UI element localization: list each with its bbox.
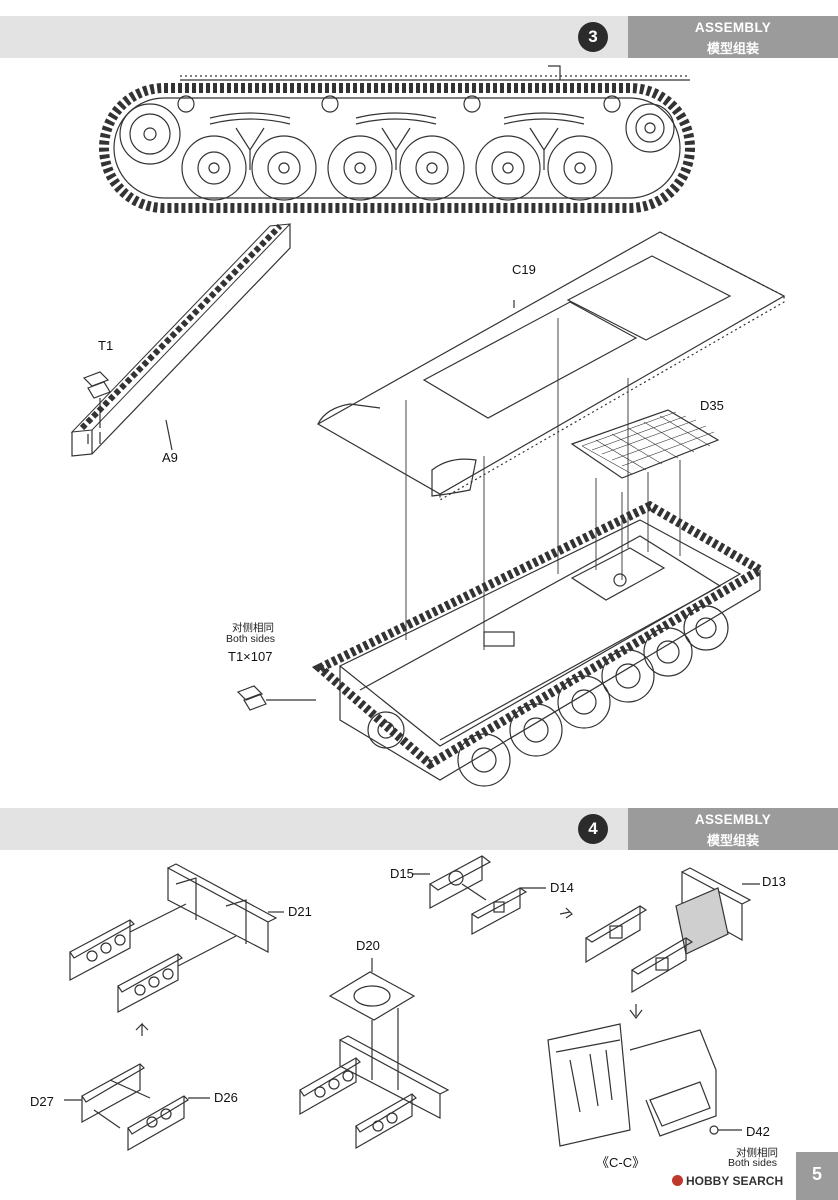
part-label-d14: D14 xyxy=(550,880,574,895)
part-label-a9: A9 xyxy=(162,450,178,465)
grille-mesh-illustration xyxy=(570,409,720,479)
lower-hull-illustration xyxy=(236,500,769,787)
step4-number-badge: 4 xyxy=(578,814,608,844)
page-number: 5 xyxy=(811,1164,822,1184)
step3-title-cn: 模型组装 xyxy=(706,41,759,56)
part-label-t1x107: T1×107 xyxy=(228,649,273,664)
part-label-d21: D21 xyxy=(288,904,312,919)
part-label-d35: D35 xyxy=(700,398,724,413)
both-sides-note-cn-step4: 对侧相同 xyxy=(736,1147,778,1159)
step3-title-en: ASSEMBLY xyxy=(694,20,772,35)
step4-header-title-box xyxy=(628,808,838,850)
part-label-c19: C19 xyxy=(512,262,536,277)
step3-header-title-box xyxy=(628,16,838,58)
both-sides-note-en-step4: Both sides xyxy=(728,1157,778,1169)
both-sides-note-en: Both sides xyxy=(226,633,276,645)
section-label-c-c: 《C-C》 xyxy=(596,1155,646,1170)
part-label-d26: D26 xyxy=(214,1090,238,1105)
step3-header-band: ASSEMBLY 模型组装 xyxy=(0,16,838,58)
step4-title-en: ASSEMBLY xyxy=(694,812,772,827)
watermark-logo-icon xyxy=(672,1175,683,1186)
step4-right-bracket-illustration xyxy=(412,855,760,1147)
part-label-t1: T1 xyxy=(98,338,114,353)
watermark-text: HOBBY SEARCH xyxy=(686,1174,784,1188)
part-label-d15: D15 xyxy=(390,866,414,881)
part-label-d27: D27 xyxy=(30,1094,54,1109)
step3-guide-lines xyxy=(405,318,681,650)
side-view-track-illustration xyxy=(99,65,695,213)
part-label-d13: D13 xyxy=(762,874,786,889)
track-link-strip-illustration xyxy=(70,223,292,457)
watermark: HOBBY SEARCH xyxy=(672,1174,783,1188)
part-label-d20: D20 xyxy=(356,938,380,953)
step4-center-bracket-illustration xyxy=(299,958,450,1150)
step4-left-bracket-illustration xyxy=(64,863,284,1152)
page-number-box xyxy=(796,1152,838,1200)
step4-title-cn: 模型组装 xyxy=(706,833,759,848)
step4-header-band: ASSEMBLY 模型组装 xyxy=(0,808,838,850)
both-sides-note-cn: 对侧相同 xyxy=(232,622,274,634)
part-label-d42: D42 xyxy=(746,1124,770,1139)
upper-hull-plate-illustration xyxy=(316,231,786,502)
step3-number-badge: 3 xyxy=(578,22,608,52)
